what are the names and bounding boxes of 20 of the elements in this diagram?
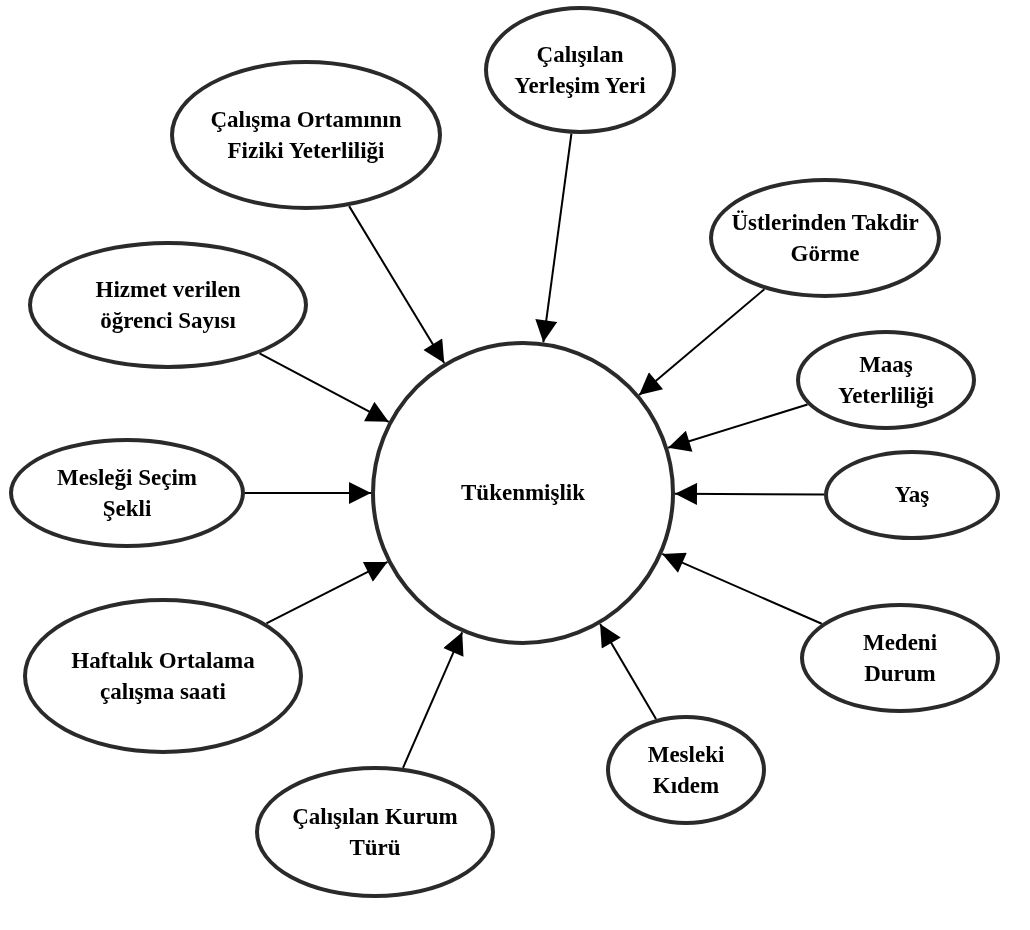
node-label: Mesleği Seçim Şekli xyxy=(56,463,198,523)
arrow xyxy=(244,482,372,504)
arrow xyxy=(535,132,573,344)
node-label: Üstlerinden Takdir Görme xyxy=(730,208,920,268)
node-label: Yaş xyxy=(893,481,931,510)
node-label: Çalışılan Yerleşim Yeri xyxy=(513,40,647,100)
arrow xyxy=(638,288,766,396)
arrow xyxy=(674,482,825,505)
node-label: Medeni Durum xyxy=(861,628,939,688)
node-label: Haftalık Ortalama çalışma saati xyxy=(70,646,256,706)
arrow xyxy=(402,631,464,769)
node-label: Mesleki Kıdem xyxy=(646,740,726,800)
node-label: Hizmet verilen öğrenci Sayısı xyxy=(94,275,242,335)
node-label: Maaş Yeterliliği xyxy=(837,350,935,410)
node-label: Çalışılan Kurum Türü xyxy=(291,802,459,862)
node-label: Tükenmişlik xyxy=(460,479,586,508)
arrow xyxy=(258,352,390,423)
node-label: Çalışma Ortamının Fiziki Yeterliliği xyxy=(209,105,403,165)
arrow xyxy=(265,560,389,625)
arrow xyxy=(661,552,823,625)
